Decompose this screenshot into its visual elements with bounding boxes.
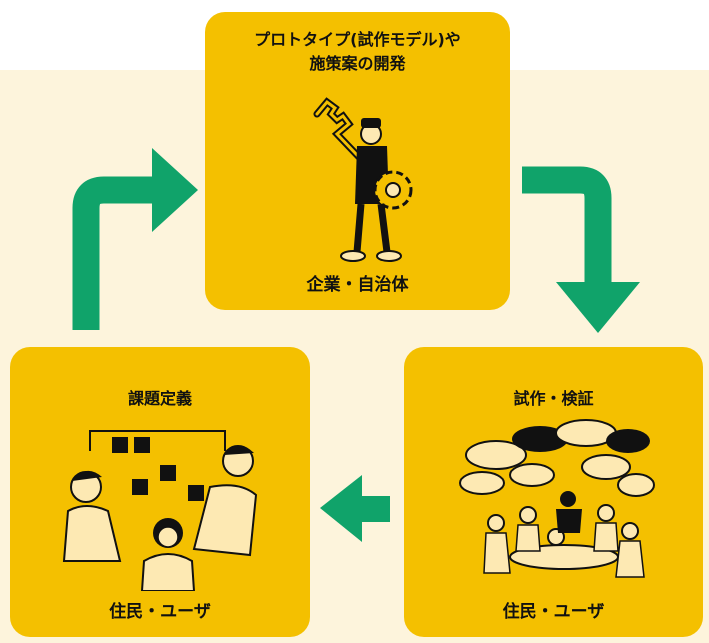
card-title-line1: プロトタイプ(試作モデル)や [254, 30, 461, 49]
arrow-left-to-top [72, 148, 198, 330]
people-sorting-notes-icon [60, 421, 260, 591]
group-discussion-icon [456, 419, 656, 589]
card-footer-actor: 住民・ユーザ [502, 602, 605, 622]
card-prototype-testing: 試作・検証 住民・ユーザ [404, 347, 703, 637]
card-problem-definition: 課題定義 住民・ユーザ [10, 347, 310, 637]
arrow-right-to-left [320, 475, 390, 542]
card-footer-actor: 企業・自治体 [306, 275, 409, 295]
card-title: 課題定義 [127, 389, 192, 408]
card-footer-actor: 住民・ユーザ [109, 602, 211, 622]
card-title-line2: 施策案の開発 [309, 54, 406, 73]
mechanic-icon [297, 94, 417, 264]
card-title: 試作・検証 [513, 389, 594, 408]
card-prototype-development: プロトタイプ(試作モデル)や 施策案の開発 企業・自治体 [205, 12, 510, 310]
arrow-top-to-right [522, 166, 640, 333]
